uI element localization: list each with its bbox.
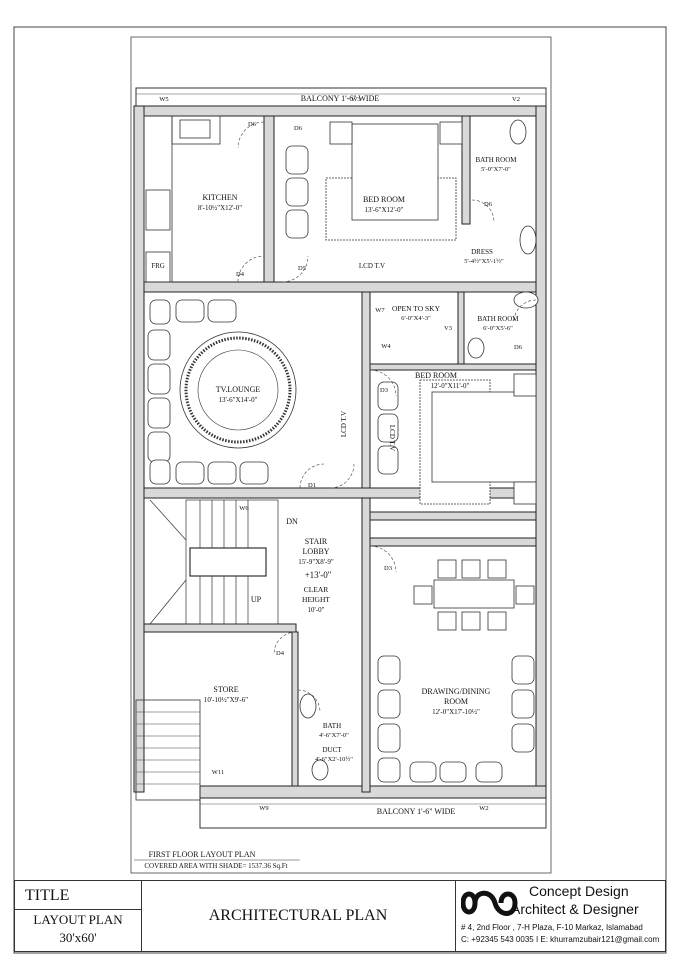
- drawing-frame: [130, 36, 552, 874]
- tag-w5: W5: [159, 96, 168, 103]
- clear-height-label1: CLEAR: [304, 585, 329, 594]
- store-dim: 10'-10½"X9'-6": [204, 696, 248, 704]
- tag-w4: W4: [381, 343, 391, 350]
- lounge-rug: [179, 331, 297, 449]
- lounge-sofas: [147, 299, 269, 485]
- tag-w2: W2: [479, 805, 488, 812]
- plan-labels: BALCONY 1'-6" WIDE BALCONY 1'-6" WIDE KITC…: [144, 94, 522, 870]
- tag-d3-bedroom2: D3: [380, 387, 388, 394]
- covered-area-caption: COVERED AREA WITH SHADE= 1537.36 Sq.Ft: [144, 862, 287, 870]
- tag-d4-store: D4: [276, 650, 285, 657]
- clear-height-dim: 10'-0": [308, 606, 325, 614]
- title-block: TITLE LAYOUT PLAN 30'x60' ARCHITECTURAL …: [14, 880, 666, 952]
- drawing-sofas: [377, 655, 535, 783]
- tv-lounge-dim: 13'-6"X14'-0": [219, 396, 258, 404]
- main-title: ARCHITECTURAL PLAN: [208, 907, 388, 924]
- open-sky-dim: 6'-0"X4'-3": [401, 315, 431, 322]
- dress-dim: 5'-4½"X5'-1½": [464, 258, 504, 265]
- bedroom1-dim: 13'-6"X12'-0": [365, 206, 404, 214]
- company-address: # 4, 2nd Floor , 7-H Plaza, F-10 Markaz,…: [461, 923, 643, 932]
- balcony-bottom: [199, 797, 547, 829]
- plan-caption: FIRST FLOOR LAYOUT PLAN: [149, 850, 256, 859]
- floor-level: +13'-0": [305, 570, 332, 580]
- logo-divider: [455, 881, 456, 951]
- tag-w7: W7: [375, 307, 385, 314]
- tag-w11: W11: [212, 769, 224, 776]
- tv-lounge-name: TV.LOUNGE: [216, 385, 261, 394]
- company-contact: C: +92345 543 0035 I E: khurramzubair121…: [461, 935, 660, 944]
- balcony-top-label: BALCONY 1'-6" WIDE: [301, 94, 380, 103]
- company-logo-icon: [461, 890, 518, 916]
- lcd-tv-label-bedroom1: LCD T.V: [359, 262, 385, 270]
- title-divider: [15, 909, 141, 910]
- open-sky-name: OPEN TO SKY: [392, 304, 441, 313]
- tag-w3: W3: [351, 96, 360, 103]
- stair-up-label: UP: [251, 595, 262, 604]
- tag-d4-kitchen: D4: [236, 271, 245, 278]
- kitchen-dim: 8'-10½"X12'-0": [198, 204, 242, 212]
- tag-d6-bath2: D6: [514, 344, 523, 351]
- bath-fixtures: [299, 119, 539, 781]
- tag-d3-drawing: D3: [384, 565, 392, 572]
- bath3-name: BATH: [323, 722, 341, 730]
- store-name: STORE: [213, 685, 238, 694]
- bath1-dim: 5'-0"X7'-0": [481, 166, 511, 173]
- tag-v2: V2: [512, 96, 520, 103]
- stair-lobby-dim: 15'-9"X8'-9": [298, 558, 334, 566]
- duct-name: DUCT: [322, 746, 342, 754]
- layout-label: LAYOUT PLAN: [33, 912, 123, 927]
- kitchen-name: KITCHEN: [202, 193, 237, 202]
- bedroom2-furniture: [377, 373, 537, 505]
- bedroom2-dim: 12'-0"X11'-0": [431, 382, 470, 390]
- clear-height-label2: HEIGHT: [302, 595, 330, 604]
- company-name: Concept Design: [529, 883, 629, 899]
- tag-w9: W9: [259, 805, 268, 812]
- kitchen-counter: [143, 115, 221, 283]
- tag-d6-kitchen: D6: [248, 121, 257, 128]
- title-label: TITLE: [25, 887, 70, 904]
- drawing-name2: ROOM: [444, 697, 468, 706]
- plot-size: 30'x60': [59, 930, 97, 945]
- stair-down-label: DN: [286, 517, 298, 526]
- balcony-bottom-label: BALCONY 1'-6" WIDE: [377, 807, 456, 816]
- bedroom1-furniture: [285, 121, 463, 241]
- bedroom2-name: BED ROOM: [415, 371, 457, 380]
- tag-d6-bath1: D6: [484, 201, 493, 208]
- dress-name: DRESS: [471, 248, 493, 256]
- outer-walls: [133, 105, 547, 799]
- bath2-dim: 6'-0"X5'-6": [483, 325, 513, 332]
- title-cell: [15, 881, 142, 951]
- company-tagline: Architect & Designer: [511, 901, 639, 917]
- sheet-border: [13, 26, 667, 954]
- lcd-tv-label-bedroom2: LCD T.V: [388, 425, 396, 451]
- fridge-label: FRG: [151, 262, 165, 270]
- dining-set: [413, 559, 535, 631]
- lcd-tv-label-lounge: LCD T.V: [340, 411, 348, 437]
- duct-dim: 4'-6"X2'-10½": [315, 756, 353, 763]
- stair-lobby-name1: STAIR: [305, 537, 328, 546]
- bath3-dim: 4'-6"X7'-0": [319, 732, 349, 739]
- tag-d5: D5: [298, 265, 306, 272]
- stair-lobby-name2: LOBBY: [302, 547, 329, 556]
- staircase: [149, 499, 279, 625]
- bedroom1-name: BED ROOM: [363, 195, 405, 204]
- tag-d6-bedroom: D6: [294, 125, 303, 132]
- bath1-name: BATH ROOM: [475, 156, 517, 164]
- door-swings: [237, 121, 537, 713]
- bath2-name: BATH ROOM: [477, 315, 519, 323]
- tag-v3: V3: [444, 325, 452, 332]
- drawing-name1: DRAWING/DINING: [422, 687, 491, 696]
- tag-w6: W6: [239, 505, 249, 512]
- tag-d1: D1: [308, 482, 316, 489]
- drawing-dim: 12'-0"X17'-10½": [432, 708, 480, 716]
